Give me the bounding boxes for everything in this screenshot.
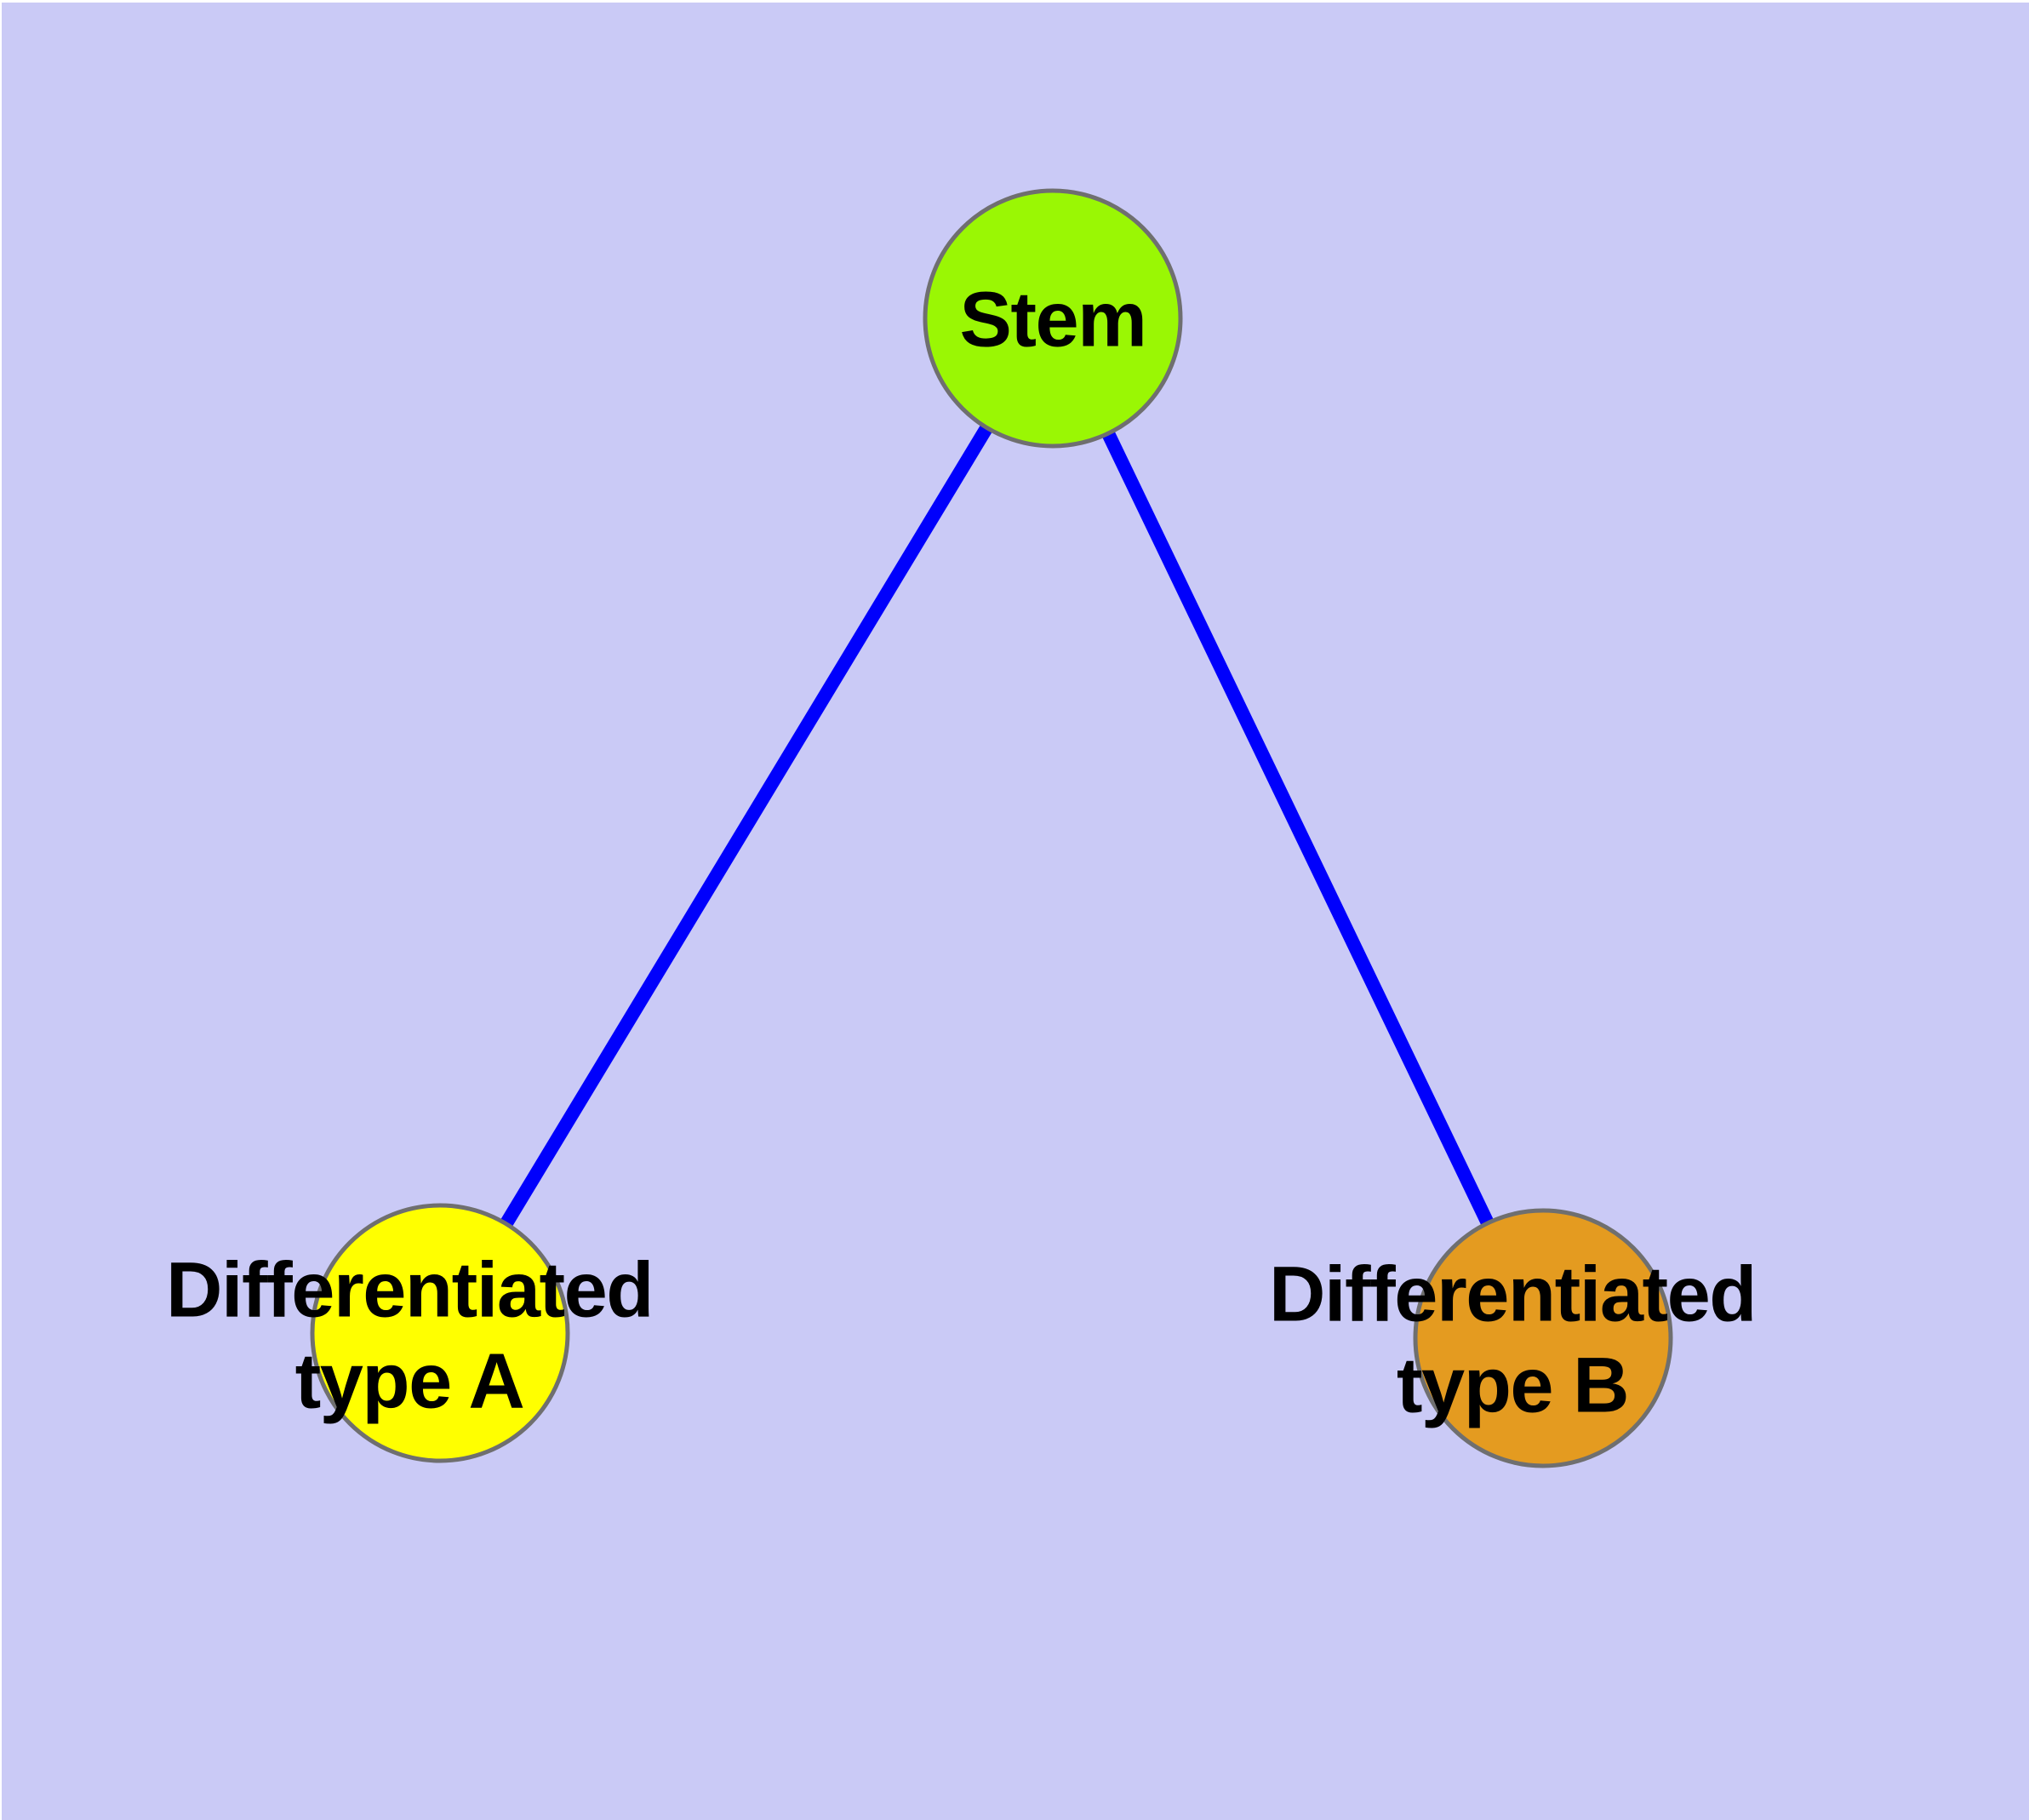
edge-stem-to-type-a bbox=[434, 314, 1059, 1337]
node-differentiated-type-a bbox=[310, 1203, 570, 1463]
edge-stem-to-type-b bbox=[1046, 315, 1550, 1342]
node-differentiated-type-b bbox=[1413, 1208, 1673, 1468]
node-stem bbox=[923, 188, 1183, 449]
